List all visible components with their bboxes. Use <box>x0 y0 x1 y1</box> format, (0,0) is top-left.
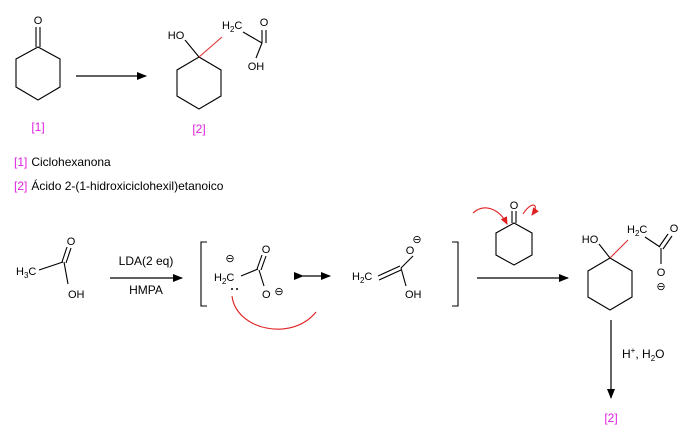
atom-label: OH <box>248 61 265 73</box>
electron-push-arrow <box>522 204 539 216</box>
reactant-ref-label: [1] <box>31 120 44 134</box>
atom-label: OH <box>68 289 85 301</box>
atom-label: O <box>67 236 76 248</box>
carbanion-charge: ⊖ <box>225 253 234 265</box>
resonance-bracket-left <box>200 241 207 307</box>
atom-label: O <box>34 15 43 27</box>
dianion-structure: ⊖ H2C O O ⊖ <box>214 244 284 301</box>
product-structure: HO H2C O OH <box>168 17 269 110</box>
atom-label: OH <box>405 289 422 301</box>
atom-label: O <box>260 17 269 29</box>
enolate-charge: ⊖ <box>412 234 421 246</box>
lone-pair <box>231 288 233 290</box>
atom-label: HO <box>168 30 185 42</box>
compound-legend: [1]Ciclohexanona [2]Ácido 2-(1-hidroxici… <box>14 155 224 193</box>
acetic-acid-structure: H3C O OH <box>16 236 85 301</box>
reagent-below-label: HMPA <box>129 283 163 297</box>
cyclohexanone-structure: O <box>15 15 61 101</box>
atom-label: H2C <box>627 224 647 238</box>
atom-label: H2C <box>214 272 234 286</box>
atom-label: O <box>262 289 271 301</box>
lone-pair <box>236 288 238 290</box>
protonation-reagent-label: H+, H2O <box>622 346 664 363</box>
atom-label: O <box>657 267 666 279</box>
reagent-above-label: LDA(2 eq) <box>119 254 174 268</box>
resonance-bracket-right <box>452 241 459 307</box>
legend-item: [1]Ciclohexanona <box>14 155 111 169</box>
enolate-structure: H2C O ⊖ OH <box>352 234 422 301</box>
alkoxide-product-structure: HO H2C O O ⊖ <box>582 223 679 311</box>
alkoxide-charge: ⊖ <box>656 281 665 293</box>
oxide-charge: ⊖ <box>274 286 283 298</box>
atom-label: O <box>406 245 415 257</box>
final-product-ref-label: [2] <box>604 411 617 425</box>
atom-label: O <box>262 244 271 256</box>
atom-label: O <box>670 223 679 235</box>
electron-push-arrow <box>231 295 317 330</box>
atom-label: H2C <box>222 20 242 34</box>
electron-push-arrow <box>472 207 508 225</box>
atom-label: H2C <box>352 271 372 285</box>
atom-label: HO <box>582 234 599 246</box>
cyclohexanone-electrophile: O <box>472 200 539 266</box>
atom-label: O <box>510 200 519 212</box>
legend-item: [2]Ácido 2-(1-hidroxiciclohexil)etanoico <box>14 178 224 193</box>
product-ref-label: [2] <box>192 122 205 136</box>
atom-label: H3C <box>16 266 36 280</box>
